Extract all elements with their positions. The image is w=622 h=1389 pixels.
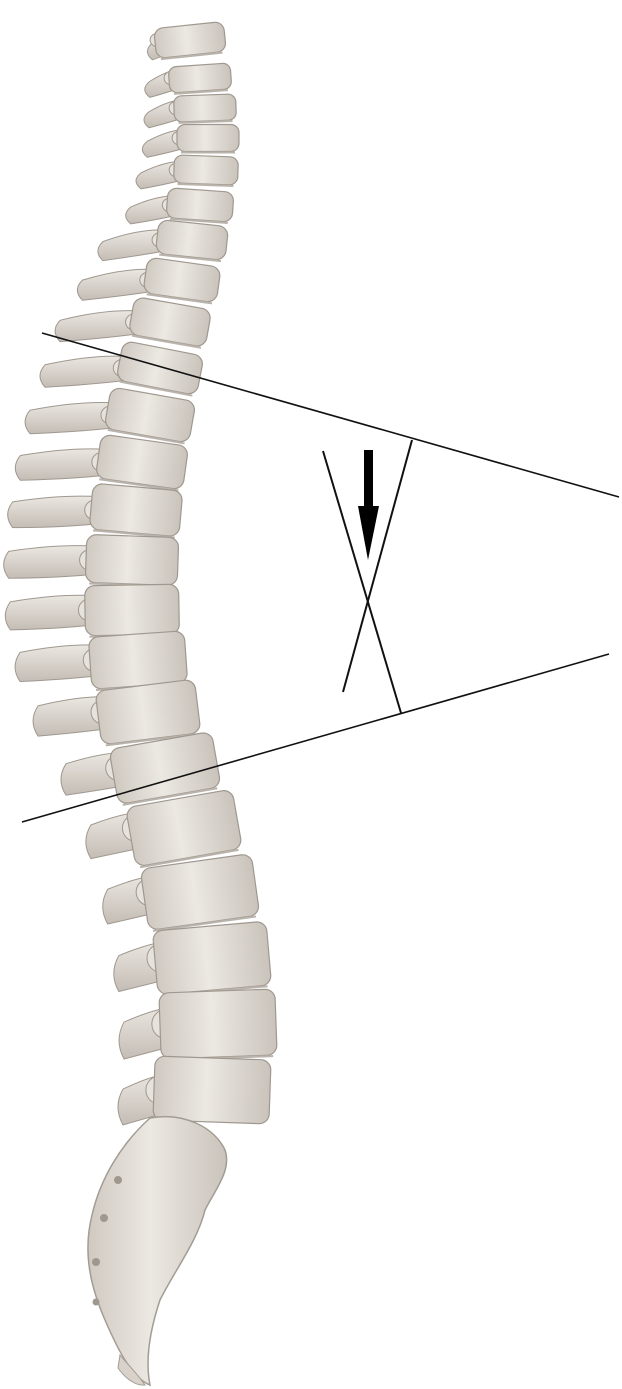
vertebral-body [177,125,239,152]
vertebral-body [174,155,239,185]
vertebral-body [85,584,180,636]
vertebral-body [155,219,228,260]
sacral-foramen [100,1214,108,1222]
perpendicular-line-2 [323,451,401,713]
sacrum [88,1117,227,1385]
vertebral-body [128,297,211,348]
vertebral-body [152,921,271,995]
vertebral-body [168,63,232,93]
perpendicular-line-1 [343,440,412,692]
vertebral-body [88,631,187,690]
vertebral-body [174,94,237,122]
vertebral-body [85,534,179,585]
vertebral-body [159,989,277,1059]
vertebral-body [104,387,196,443]
sacral-foramen [92,1258,100,1266]
vertebral-body [116,341,204,396]
sacral-foramen [93,1299,100,1306]
vertebral-body [166,188,234,223]
vertebral-bodies [85,21,278,1124]
vertebral-body [153,1056,271,1124]
vertebral-column [4,21,277,1385]
sacral-foramen [114,1176,122,1184]
down-arrow-icon [358,450,379,560]
vertebral-body [89,483,183,537]
